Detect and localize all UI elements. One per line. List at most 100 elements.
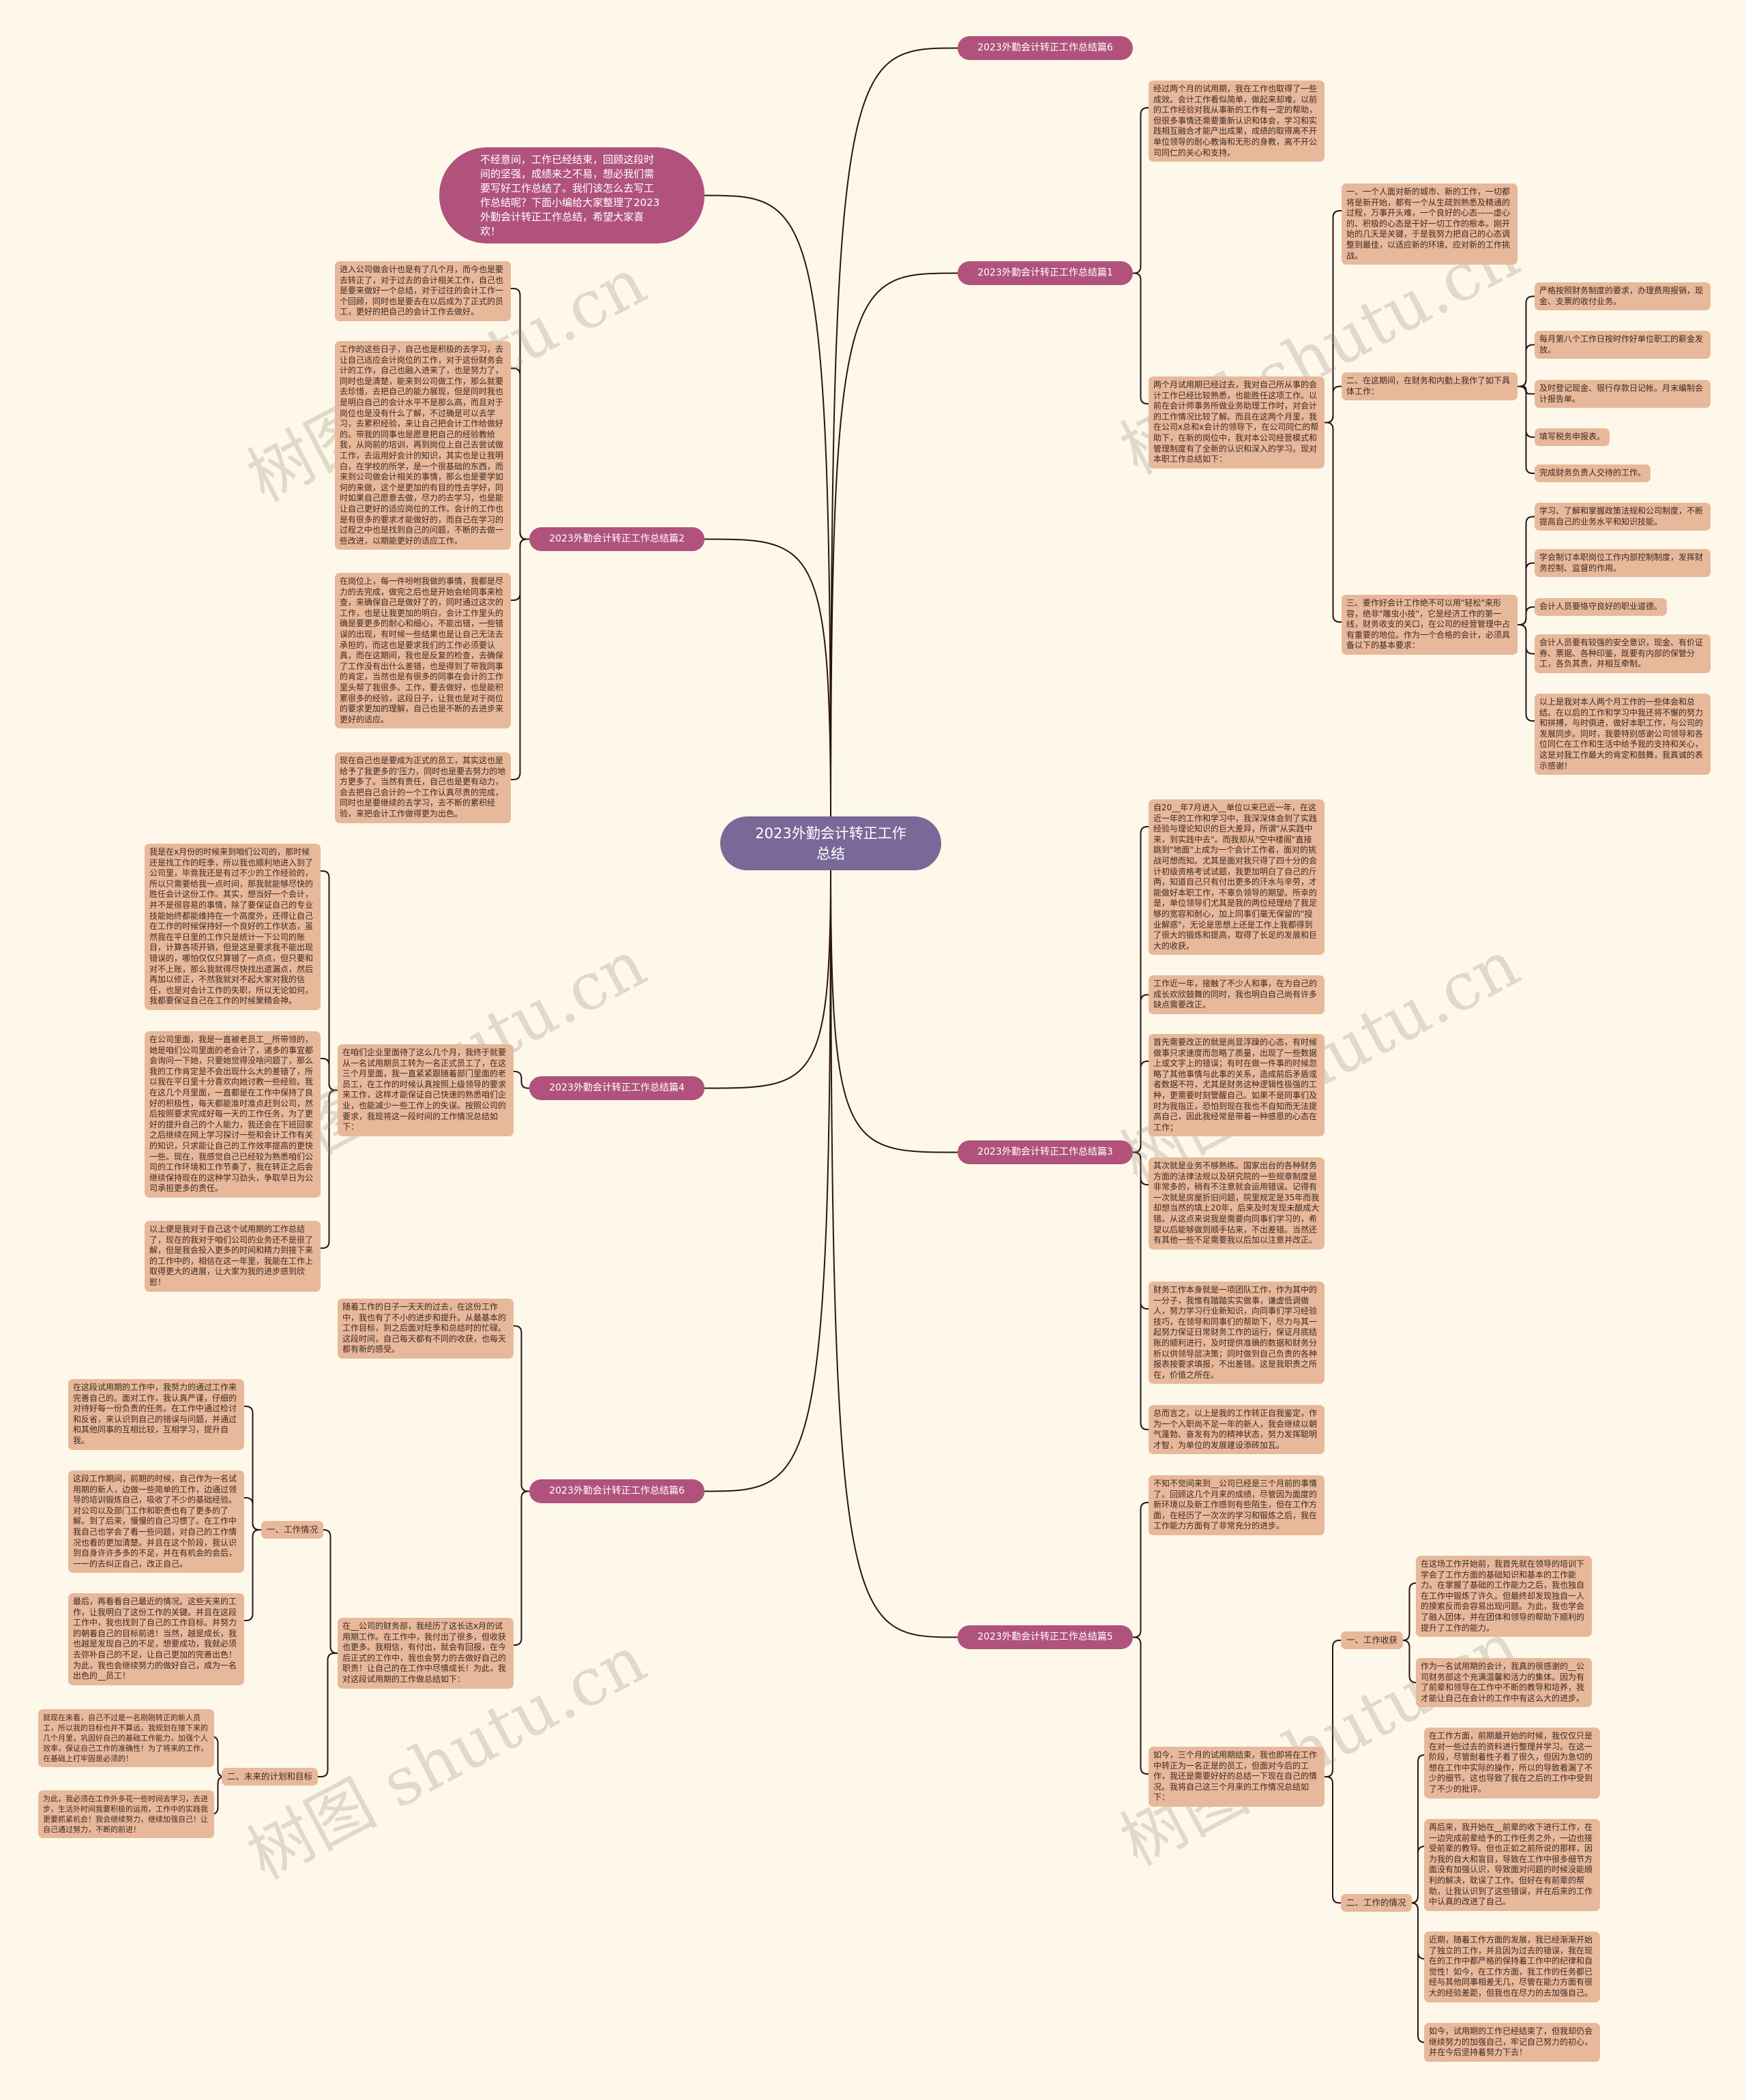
article-1-requirement-item[interactable]: 学会制订本职岗位工作内部控制制度，发挥财务控制、监督的作用。 [1535, 549, 1711, 578]
article-6-section-item[interactable]: 在这段试用期的工作中，我努力的通过工作来完善自己的。面对工作，我认真严谨，仔细的… [68, 1379, 244, 1450]
article-4-paragraph[interactable]: 在公司里面，我是一直被老员工__所带领的，她是咱们公司里面的老会计了，诸多的事宜… [145, 1031, 321, 1198]
article-3-paragraph[interactable]: 首先需要改正的就是尚显浮躁的心态，有时候做事只求速度而忽略了质量，出现了一些数据… [1149, 1034, 1325, 1137]
connector-line [511, 368, 529, 540]
article-3-paragraph[interactable]: 总而言之，以上是我的工作转正自我鉴定，作为一个入职尚不足一年的新人，我会继续以朝… [1149, 1405, 1325, 1455]
connector-line [1518, 624, 1535, 655]
branch-article-5[interactable]: 2023外勤会计转正工作总结篇5 [958, 1625, 1133, 1649]
connector-line [1410, 1846, 1425, 1904]
article-2-paragraph[interactable]: 工作的这些日子，自己也是积极的去学习，去让自己适应会计岗位的工作，对于这份财务会… [335, 341, 511, 550]
connector-line [1518, 516, 1535, 625]
connector-line [514, 1071, 529, 1089]
connector-line [704, 870, 831, 1089]
connector-line [830, 870, 958, 1153]
article-2-paragraph[interactable]: 进入公司做会计也是有了几个月，而今也是要去转正了，对于过去的会计相关工作，自己也… [335, 261, 511, 321]
connector-line [1133, 272, 1149, 404]
connector-line [1133, 1061, 1149, 1153]
connector-line [1325, 385, 1342, 424]
article-4-paragraph[interactable]: 我是在x月份的时候来到咱们公司的，那时候还是找工作的旺季，所以我也顺利地进入到了… [145, 844, 321, 1010]
article-3-paragraph[interactable]: 自20__年7月进入__单位以来已近一年，在这近一年的工作和学习中，我深深体会到… [1149, 799, 1325, 956]
connector-line [321, 1089, 338, 1249]
article-1-task-item[interactable]: 填写税务申报表。 [1535, 428, 1610, 446]
intro-bubble[interactable]: 不经意间，工作已经结束，回顾这段时间的坚强，成绩来之不易，想必我们需要写好工作总… [439, 147, 705, 243]
connector-line [321, 870, 338, 1091]
central-topic-label: 2023外勤会计转正工作总结 [755, 825, 906, 862]
branch-article-4[interactable]: 2023外勤会计转正工作总结篇4 [529, 1076, 705, 1100]
connector-line [830, 272, 958, 817]
connector-line [514, 1490, 529, 1646]
branch-article-6[interactable]: 2023外勤会计转正工作总结篇6 [529, 1479, 705, 1503]
article-2-paragraph[interactable]: 现在自己也是要成为正式的员工，其实这也是给予了我更多的'压力，同时也是要去努力的… [335, 752, 511, 823]
article-1-requirement-item[interactable]: 学习、了解和掌握政策法规和公司制度，不断提高自己的业务水平和知识技能。 [1535, 503, 1711, 531]
article-1-requirement-item[interactable]: 会计人员要有较强的安全意识，现金、有价证券、票据、各种印鉴，既要有内部的保管分工… [1535, 634, 1711, 673]
article-5-section-item[interactable]: 如今，试用期的工作已经结束了，但我却仍会继续努力的加强自己，牢记自己努力的初心，… [1424, 2023, 1600, 2062]
article-3-paragraph[interactable]: 财务工作本身就是一项团队工作，作为其中的一分子，我惟有踏踏实实做事，谦虚低调做人… [1149, 1282, 1325, 1385]
branch-article-1[interactable]: 2023外勤会计转正工作总结篇1 [958, 261, 1133, 285]
article-6-section-item[interactable]: 就现在来看，自己不过是一名刚刚转正的新人员工，所以我的目标也并不算远，我规划在接… [38, 1709, 214, 1767]
connector-line [1518, 385, 1535, 474]
article-5-section-item[interactable]: 在工作方面，前期最开始的时候，我仅仅只是在对一些过去的资料进行整理并学习。在这一… [1424, 1728, 1600, 1799]
connector-line [1518, 385, 1535, 438]
article-6-section-item[interactable]: 这段工作期间，前期的时候，自己作为一名试用期的新人，边做一些简单的工作，边通过领… [68, 1470, 244, 1573]
connector-line [511, 538, 529, 780]
connector-line [1133, 1502, 1149, 1638]
central-topic[interactable]: 2023外勤会计转正工作总结 [720, 816, 941, 870]
article-6-main[interactable]: 在__公司的财务部，我经历了这长达x月的试用期工作。在工作中，我付出了很多，但收… [338, 1618, 514, 1689]
branch-article-2[interactable]: 2023外勤会计转正工作总结篇2 [529, 527, 705, 551]
article-1-task-item[interactable]: 及时登记现金、银行存款日记帐。月末编制会计报告单。 [1535, 380, 1711, 409]
connector-line [1133, 1151, 1149, 1310]
article-1-requirement-item[interactable]: 以上是我对本人两个月工作的一些体会和总结。在以后的工作和学习中我还将不懈的努力和… [1535, 694, 1711, 775]
connector-line [1410, 1754, 1425, 1904]
connector-line [1518, 295, 1535, 387]
article-3-paragraph[interactable]: 其次就是业务不够熟练。国家出台的各种财务方面的法律法规以及研究院的一些规章制度是… [1149, 1157, 1325, 1249]
article-6-section-work-status[interactable]: 一、工作情况 [261, 1521, 324, 1539]
article-1-task-item[interactable]: 严格按照财务制度的要求，办理费用报销，现金、支票的收付业务。 [1535, 282, 1711, 311]
connector-line [704, 870, 831, 1492]
connector-line [1133, 826, 1149, 1153]
connector-line [1325, 1776, 1341, 1904]
connector-line [1410, 1902, 1425, 2043]
article-5-section-status[interactable]: 二、工作的情况 [1341, 1894, 1412, 1912]
article-1-section-3[interactable]: 三、要作好会计工作绝不可以用"轻松"来形容，绝非"雕虫小技"，它是经济工作的第一… [1342, 595, 1518, 655]
connector-line [704, 538, 831, 817]
article-4-lead[interactable]: 在咱们企业里面待了这么几个月，我终于就要从一名试用期员工转为一名正式员工了，在这… [338, 1044, 514, 1136]
article-6-section-future-plan[interactable]: 二、未来的计划和目标 [222, 1768, 319, 1786]
article-6-lead[interactable]: 随着工作的日子一天天的过去，在这份工作中，我也有了不小的进步和提升。从最基本的工… [338, 1299, 514, 1359]
article-6-section-item[interactable]: 为此，我必须在工作外多花一些时间去学习，去进步，生活外时间我要积极的运用，工作中… [38, 1790, 214, 1838]
article-5-section-item[interactable]: 作为一名试用期的会计，我真的很感谢的__公司财务部这个充满温馨和活力的集体。因为… [1416, 1658, 1592, 1708]
article-1-section-1[interactable]: 一、一个人面对新的城市、新的工作，一切都将是新开始，都有一个从生疏到熟悉及精通的… [1342, 183, 1518, 265]
article-1-task-item[interactable]: 每月第八个工作日按时作好单位职工的薪金发放。 [1535, 331, 1711, 359]
article-5-main[interactable]: 如今，三个月的试用期结束，我也即将在工作中转正为一名正是的员工，但面对今后的工作… [1149, 1747, 1325, 1807]
connector-line [1518, 624, 1535, 722]
branch-article-6-top[interactable]: 2023外勤会计转正工作总结篇6 [958, 36, 1133, 60]
branch-article-3[interactable]: 2023外勤会计转正工作总结篇3 [958, 1140, 1133, 1164]
connector-line [1133, 1636, 1149, 1775]
connector-line [514, 1325, 529, 1492]
article-5-lead[interactable]: 不知不觉间来到__公司已经是三个月前的事情了。回顾这几个月来的成绩，尽管因为面度… [1149, 1475, 1325, 1535]
article-1-task-item[interactable]: 完成财务负责人交待的工作。 [1535, 464, 1651, 482]
article-5-section-item[interactable]: 在这场工作开始前，我首先就在领导的培训下学会了工作方面的基础知识和基本的工作能力… [1416, 1556, 1592, 1638]
article-4-paragraph[interactable]: 以上便是我对于自己这个试用期的工作总结了，现在的我对于咱们公司的业务还不是很了解… [145, 1221, 321, 1292]
article-1-requirement-item[interactable]: 会计人员要恪守良好的职业道德。 [1535, 598, 1668, 616]
article-6-section-item[interactable]: 最后，再看看自己最近的情况。这些天来的工作，让我明白了这份工作的关键。并且在这段… [68, 1593, 244, 1685]
connector-line [1133, 1151, 1149, 1185]
article-5-section-gains[interactable]: 一、工作收获 [1341, 1631, 1404, 1649]
connector-line [1133, 107, 1149, 274]
connector-line [244, 1529, 261, 1621]
article-5-section-item[interactable]: 再后来，我开始在__前辈的收下进行工作，在一边完成前辈给予的工作任务之外，一边也… [1424, 1819, 1600, 1911]
connector-line [1518, 606, 1535, 625]
connector-line [323, 1529, 338, 1654]
connector-line [511, 288, 529, 540]
connector-line [1402, 1582, 1417, 1641]
article-1-section-2[interactable]: 二、在这期间，在财务和内勤上我作了如下具体工作： [1342, 372, 1518, 401]
article-1-paragraph[interactable]: 经过两个月的试用期，我在工作也取得了一些成效。会计工作看似简单，做起来却难，以前… [1149, 80, 1325, 162]
connector-line [704, 194, 831, 817]
article-1-paragraph[interactable]: 两个月试用期已经过去，我对自己所从事的会计工作已经比较熟悉，也能胜任这项工作。以… [1149, 376, 1325, 469]
article-2-paragraph[interactable]: 在岗位上，每一件吩咐我做的事情，我都是尽力的去完成，做完之后也是开始会给同事来检… [335, 573, 511, 729]
article-5-section-item[interactable]: 近期，随着工作方面的发展，我已经渐渐开始了独立的工作，并且因为过去的错误，我在现… [1424, 1932, 1600, 2002]
connector-line [1325, 1640, 1341, 1777]
article-3-paragraph[interactable]: 工作近一年，接触了不少人和事，在为自己的成长欢欣鼓舞的同时，我也明白自己尚有许多… [1149, 975, 1325, 1014]
connector-line [1402, 1640, 1417, 1683]
connector-line [1325, 210, 1342, 424]
connector-line [1133, 1151, 1149, 1430]
intro-text: 不经意间，工作已经结束，回顾这段时间的坚强，成绩来之不易，想必我们需要写好工作总… [480, 153, 660, 237]
